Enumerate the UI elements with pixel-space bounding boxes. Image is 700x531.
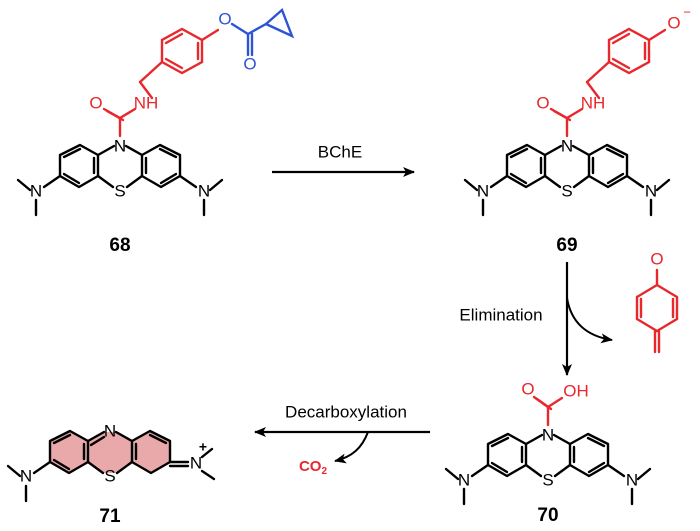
quinone-methide: O [635, 249, 679, 354]
phenolate-charge: − [683, 4, 691, 19]
carbonyl-oxygen: O [536, 93, 549, 112]
compound-68-core [16, 143, 224, 217]
phenolate-oxygen: O [667, 13, 680, 32]
compound-69-carbamate [549, 27, 667, 138]
amide-nh: NH [581, 93, 606, 112]
compound-70-carbamic-acid [532, 395, 564, 427]
ring-nitrogen: N [104, 421, 116, 440]
amine-nitrogen-left: N [477, 181, 489, 200]
ring-sulfur: S [114, 181, 125, 200]
amide-nh: NH [134, 93, 159, 112]
compound-68-ester [230, 7, 295, 57]
compound-69: N S N N O NH O − 69 [463, 4, 691, 256]
elimination-label: Elimination [459, 305, 542, 324]
hydroxyl-oh: OH [563, 381, 589, 400]
compound-70-core [444, 432, 652, 506]
compound-label-70: 70 [537, 505, 558, 526]
amine-nitrogen-right: N [645, 181, 657, 200]
compound-71-core [6, 429, 216, 503]
carbonyl-oxygen: O [521, 379, 534, 398]
ester-carbonyl-oxygen: O [243, 54, 256, 73]
decarboxylation-branch-arrow [334, 431, 369, 464]
amine-nitrogen-left: N [20, 466, 32, 485]
amine-nitrogen-right: N [626, 470, 638, 489]
ring-nitrogen: N [561, 136, 573, 155]
step-bche: BChE [272, 142, 415, 177]
amine-nitrogen-left: N [30, 181, 42, 200]
quinone-oxygen: O [650, 249, 663, 268]
compound-label-68: 68 [109, 235, 130, 256]
iminium-nitrogen: N [190, 453, 202, 472]
ring-nitrogen: N [114, 136, 126, 155]
ester-oxygen: O [218, 9, 231, 28]
ring-sulfur: S [542, 470, 553, 489]
compound-71: N S N N + 71 [6, 421, 216, 527]
compound-70: N S N N O OH 70 [444, 379, 652, 526]
compound-label-71: 71 [99, 506, 121, 527]
decarboxylation-label: Decarboxylation [285, 402, 407, 421]
ring-sulfur: S [104, 466, 115, 485]
iminium-charge: + [199, 439, 207, 455]
step-elimination: Elimination [459, 262, 613, 376]
compound-69-core [463, 143, 671, 217]
ring-nitrogen: N [542, 425, 554, 444]
ring-sulfur: S [561, 181, 572, 200]
compound-68: N S N N O NH O O 68 [16, 7, 295, 256]
compound-68-carbamate [102, 27, 220, 138]
step-decarboxylation: Decarboxylation CO2 [254, 402, 430, 477]
amine-nitrogen-right: N [198, 181, 210, 200]
amine-nitrogen-left: N [458, 470, 470, 489]
compound-label-69: 69 [556, 235, 577, 256]
co2-byproduct: CO2 [299, 458, 328, 477]
elimination-branch-arrow [566, 297, 613, 344]
bche-label: BChE [318, 142, 362, 161]
carbonyl-oxygen: O [89, 93, 102, 112]
